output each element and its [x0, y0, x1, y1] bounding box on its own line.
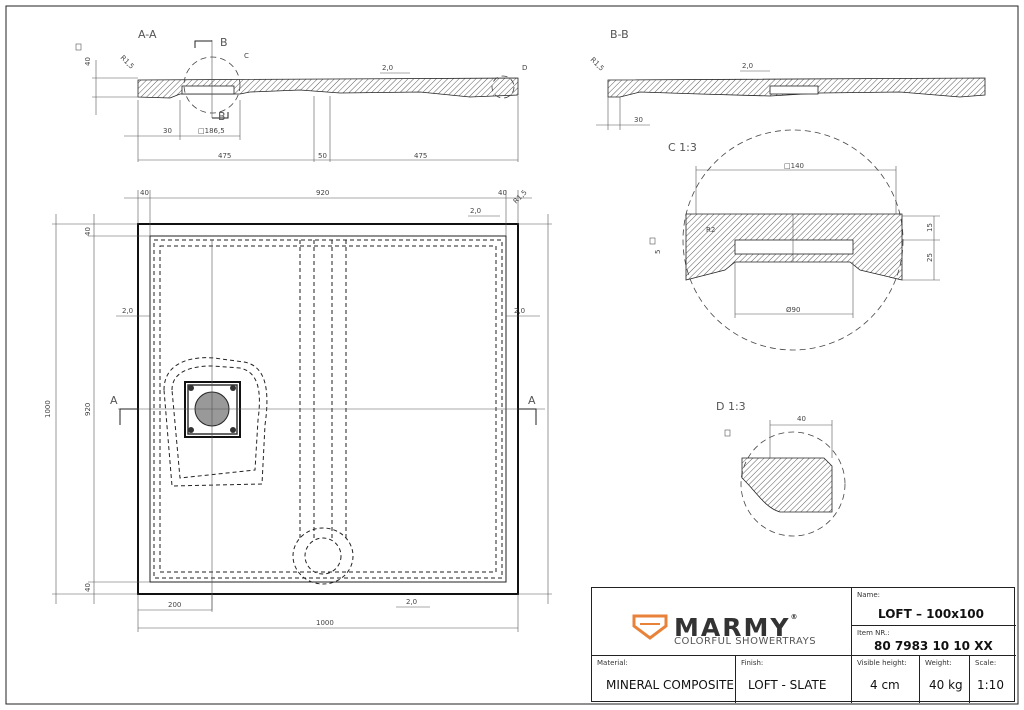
tolerance-box-icon: [649, 237, 656, 245]
bb-slope-dim: 2,0: [742, 62, 753, 70]
scale-value: 1:10: [977, 678, 1004, 692]
material-caption: Material:: [597, 659, 628, 667]
tolerance-box-icon: [75, 43, 82, 51]
plan-left-40-top-dim: 40: [84, 227, 92, 236]
detail-c-90-dim: Ø90: [786, 306, 800, 314]
height-value: 4 cm: [870, 678, 900, 692]
aa-475-right-dim: 475: [414, 152, 427, 160]
aa-slope-dim: 2,0: [382, 64, 393, 72]
plan-40-right-dim: 40: [498, 189, 507, 197]
plan-radius-dim: R1,5: [512, 188, 529, 205]
title-block: MARMY® COLORFUL SHOWERTRAYS Name: LOFT –…: [591, 587, 1016, 703]
weight-cell: Weight: 40 kg: [920, 656, 970, 703]
brand-name: MARMY®: [674, 613, 800, 642]
weight-value: 40 kg: [929, 678, 963, 692]
item-value: 80 7983 10 10 XX: [874, 639, 993, 653]
material-cell: Material: MINERAL COMPOSITE: [592, 656, 736, 703]
cut-a-right-label: A: [528, 394, 536, 407]
section-bb-drain: [769, 85, 819, 95]
channel-drain-outline: [292, 527, 354, 585]
detail-c-25-dim: 25: [926, 253, 934, 262]
weight-caption: Weight:: [925, 659, 952, 667]
height-cell: Visible height: 4 cm: [852, 656, 920, 703]
name-value: LOFT – 100x100: [878, 607, 984, 621]
plan-920-dim: 920: [316, 189, 329, 197]
detail-c-140-dim: □140: [784, 162, 804, 170]
aa-30-dim: 30: [163, 127, 172, 135]
plan-slope-bottom-dim: 2,0: [406, 598, 417, 606]
section-aa-label: A-A: [138, 28, 157, 41]
name-cell: Name: LOFT – 100x100: [852, 588, 1016, 626]
plan-1000-bottom-dim: 1000: [316, 619, 334, 627]
finish-cell: Finish: LOFT - SLATE: [736, 656, 852, 703]
detail-c-r2-dim: R2: [706, 226, 715, 234]
finish-value: LOFT - SLATE: [748, 678, 827, 692]
detail-c-label: C 1:3: [668, 141, 697, 154]
plan-left-920-dim: 920: [84, 403, 92, 416]
scale-caption: Scale:: [975, 659, 997, 667]
finish-caption: Finish:: [741, 659, 764, 667]
callout-c-label: C: [244, 52, 249, 60]
cut-b-bottom-label: B: [218, 110, 226, 123]
cut-b-top-label: B: [220, 36, 228, 49]
central-channel: [299, 240, 347, 540]
detail-d-profile: [741, 457, 833, 513]
section-aa: A-A B B C D 40 R1,5 2,0 30 □186,5 475 50: [75, 28, 527, 162]
detail-d-40-dim: 40: [797, 415, 806, 423]
tolerance-box-icon: [724, 429, 731, 437]
detail-d-callout-circle: [491, 75, 515, 99]
drain-screw-icon: [230, 427, 236, 433]
detail-d: D 1:3 40: [716, 400, 846, 537]
section-bb-label: B-B: [610, 28, 629, 41]
logo-cell: MARMY® COLORFUL SHOWERTRAYS: [592, 588, 852, 656]
aa-height-dim: 40: [84, 57, 92, 66]
plan-view: A A 40 920 40 2,0 R1,5 40 920 40 1000 2,…: [44, 188, 552, 632]
drain-screw-icon: [230, 385, 236, 391]
callout-d-label: D: [522, 64, 527, 72]
aa-50-dim: 50: [318, 152, 327, 160]
aa-radius-dim: R1,5: [119, 54, 136, 71]
name-caption: Name:: [857, 591, 881, 599]
plan-200-dim: 200: [168, 601, 181, 609]
bb-radius-dim: R1,5: [589, 56, 606, 73]
drain-screw-icon: [188, 385, 194, 391]
plan-40-left-dim: 40: [140, 189, 149, 197]
cut-b-arrow-bottom: [212, 112, 229, 119]
item-cell: Item NR.: 80 7983 10 10 XX: [852, 626, 1016, 656]
item-caption: Item NR.:: [857, 629, 890, 637]
plan-left-40-bottom-dim: 40: [84, 583, 92, 592]
detail-c-15-dim: 15: [926, 223, 934, 232]
scale-cell: Scale: 1:10: [970, 656, 1014, 703]
plan-slope-top-dim: 2,0: [470, 207, 481, 215]
detail-c-5-dim: 5: [654, 250, 662, 254]
material-value: MINERAL COMPOSITE: [606, 678, 734, 692]
detail-c-drain: [734, 239, 854, 255]
cut-a-left-label: A: [110, 394, 118, 407]
plan-slope-right-dim: 2,0: [514, 307, 525, 315]
sheet-border: [5, 5, 1019, 705]
plan-1000-dim: 1000: [44, 400, 52, 418]
height-caption: Visible height:: [857, 659, 907, 667]
marmy-logo-icon: [632, 614, 668, 640]
drain-screw-icon: [188, 427, 194, 433]
detail-c: C 1:3 □140 R2 5 15 25 Ø90: [649, 129, 940, 351]
brand-tagline: COLORFUL SHOWERTRAYS: [674, 636, 817, 647]
cut-b-arrow-top: [194, 40, 212, 48]
bb-30-dim: 30: [634, 116, 643, 124]
aa-475-left-dim: 475: [218, 152, 231, 160]
section-aa-drain: [181, 85, 235, 95]
aa-drain-dim: □186,5: [198, 127, 225, 135]
plan-slope-left-dim: 2,0: [122, 307, 133, 315]
section-bb: B-B R1,5 2,0 30: [589, 28, 986, 130]
detail-d-label: D 1:3: [716, 400, 746, 413]
